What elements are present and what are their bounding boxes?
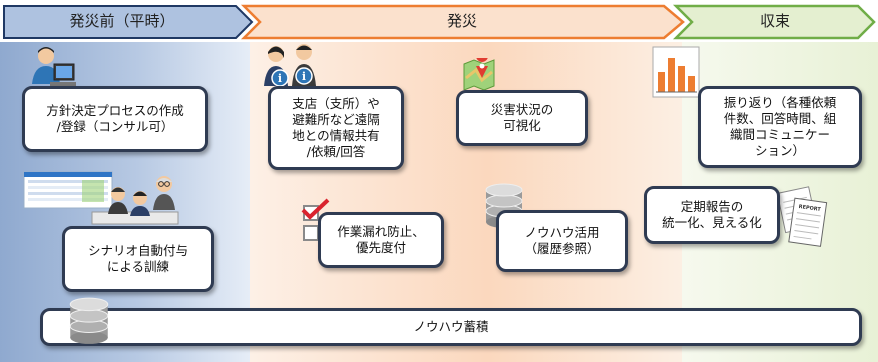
phase-arrow-end	[672, 4, 876, 40]
svg-text:i: i	[302, 70, 306, 83]
phase-label-end: 収束	[759, 12, 790, 30]
review-box: 振り返り（各種依頼 件数、回答時間、組 織間コミュニケー ション）	[698, 86, 862, 168]
bar-chart-icon	[652, 46, 700, 98]
info-people-icon: i i	[264, 44, 316, 87]
task-prevention-box: 作業漏れ防止、 優先度付	[318, 212, 444, 268]
phase-arrow-bar	[3, 4, 876, 40]
knowhow-accumulation-bar: ノウハウ蓄積	[40, 308, 862, 346]
phase-arrow-disaster	[240, 4, 685, 40]
database-icon	[69, 297, 109, 344]
report-documents-icon: REPORT	[776, 186, 828, 247]
person-computer-icon	[32, 47, 76, 86]
svg-text:i: i	[278, 72, 282, 85]
scenario-training-box: シナリオ自動付与 による訓練	[62, 226, 214, 292]
phase-label-disaster: 発災	[446, 12, 477, 30]
map-pin-icon	[463, 58, 495, 90]
knowhow-usage-box: ノウハウ活用 （履歴参照）	[496, 210, 628, 272]
periodic-report-box: 定期報告の 統一化、見える化	[644, 186, 780, 244]
policy-process-box: 方針決定プロセスの作成 /登録（コンサル可）	[22, 86, 208, 152]
disaster-visualization-box: 災害状況の 可視化	[456, 90, 588, 146]
phase-arrow-pre	[3, 5, 254, 39]
phase-label-pre: 発災前（平時）	[69, 12, 175, 30]
checklist-icon	[301, 198, 330, 241]
report-doc-label: REPORT	[798, 204, 821, 213]
remote-info-sharing-box: 支店（支所）や 避難所など遠隔 地との情報共有 /依頼/回答	[268, 86, 404, 170]
meeting-people-icon	[23, 171, 179, 225]
